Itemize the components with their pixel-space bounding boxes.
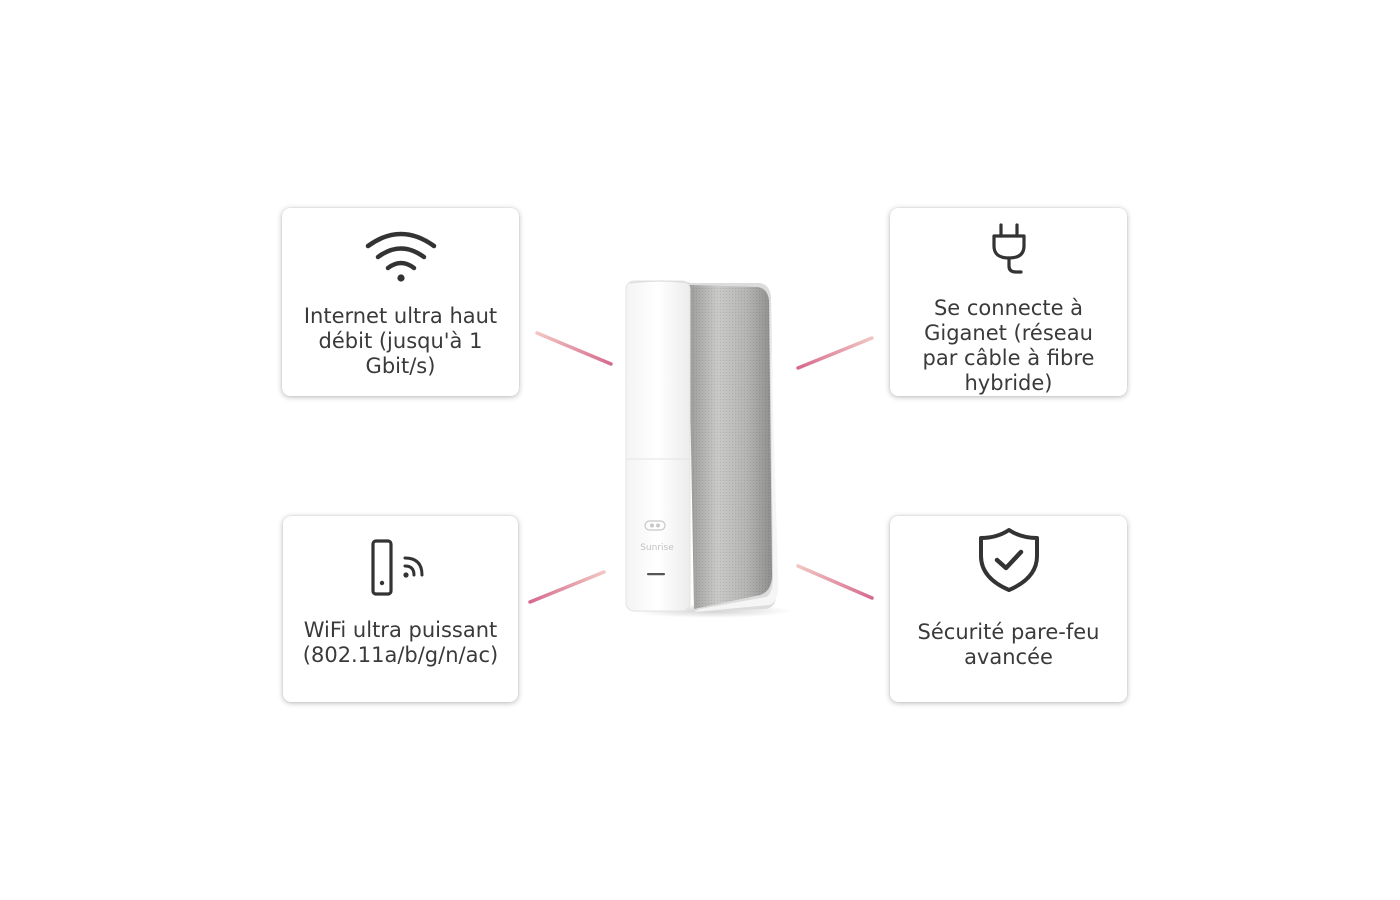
- connector-bottom-right: [796, 564, 874, 600]
- connector-top-left: [535, 331, 613, 366]
- feature-card-wifi: WiFi ultra puissant (802.11a/b/g/n/ac): [283, 516, 518, 702]
- router-signal-icon: [369, 538, 433, 604]
- feature-card-giganet: Se connecte à Giganet (réseau par câble …: [890, 208, 1127, 396]
- feature-internet-label: Internet ultra haut débit (jusqu'à 1 Gbi…: [303, 304, 498, 378]
- shield-check-icon: [975, 526, 1043, 600]
- device-brand-label: Sunrise: [640, 543, 674, 553]
- feature-card-security: Sécurité pare-feu avancée: [890, 516, 1127, 702]
- feature-security-label: Sécurité pare-feu avancée: [917, 620, 1100, 669]
- feature-giganet-label: Se connecte à Giganet (réseau par câble …: [922, 296, 1095, 395]
- feature-card-internet: Internet ultra haut débit (jusqu'à 1 Gbi…: [282, 208, 519, 396]
- connector-top-right: [796, 336, 874, 370]
- feature-wifi-label: WiFi ultra puissant (802.11a/b/g/n/ac): [302, 618, 499, 667]
- wifi-icon: [364, 228, 438, 290]
- plug-icon: [989, 222, 1029, 282]
- connector-bottom-left: [528, 570, 606, 604]
- router-device-image: [625, 280, 790, 618]
